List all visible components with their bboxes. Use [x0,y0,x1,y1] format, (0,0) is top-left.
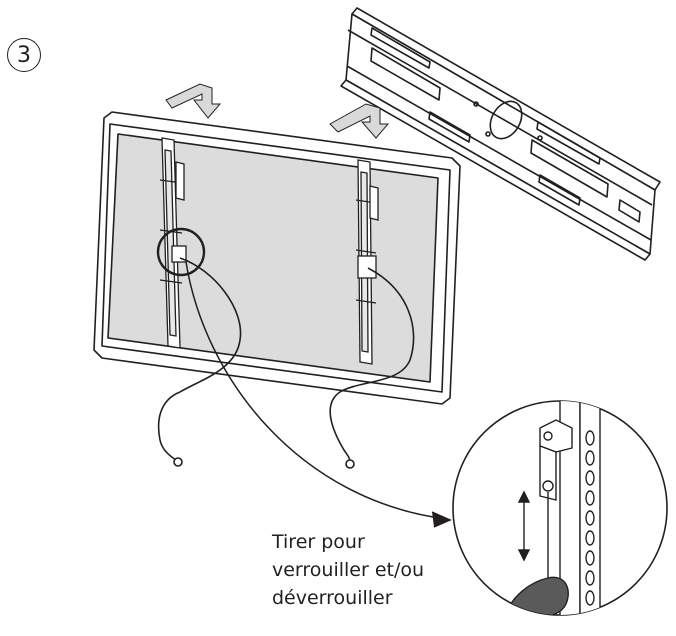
caption-line-2: verrouiller et/ou [272,559,425,581]
step-number: 3 [7,38,41,72]
instruction-caption: Tirer pour verrouiller et/ou déverrouill… [272,528,472,612]
up-down-arrow-icon [517,490,531,562]
down-arrow-icon [165,83,222,119]
wall-plate [340,7,661,261]
callout-arrow [185,261,452,528]
caption-line-3: déverrouiller [272,587,393,609]
tv-back [93,111,461,405]
step-number-text: 3 [17,42,31,68]
detail-highlight-circle [156,227,206,277]
caption-line-1: Tirer pour [272,531,365,553]
release-cord [157,257,415,469]
tv-bracket-left [159,137,187,349]
tv-bracket-right [355,159,379,365]
down-arrow-icon [329,103,390,139]
detail-zoom [452,400,668,616]
